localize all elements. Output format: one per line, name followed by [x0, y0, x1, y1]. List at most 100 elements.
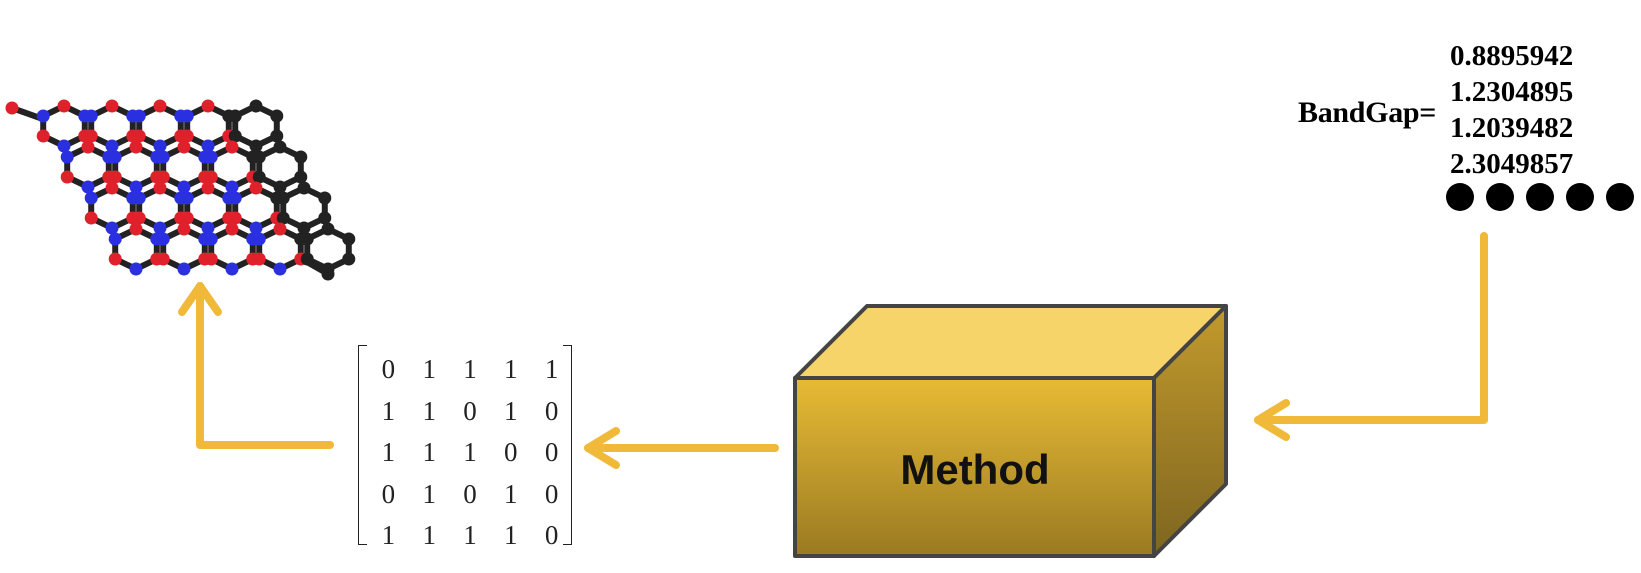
matrix-cell: 1: [504, 354, 518, 385]
lattice-atom: [132, 109, 146, 123]
ellipsis-dots: [1446, 183, 1634, 211]
method-box-front: [793, 376, 1156, 558]
lattice-atom: [201, 181, 215, 195]
lattice-atom: [273, 140, 287, 154]
lattice-atom: [270, 129, 284, 143]
molecular-lattice-icon: [5, 99, 356, 281]
lattice-atom: [156, 170, 170, 184]
lattice-atom: [270, 109, 284, 123]
lattice-atom: [300, 232, 314, 246]
lattice-atom: [297, 181, 311, 195]
lattice-atom: [276, 211, 290, 225]
lattice-atom: [249, 181, 263, 195]
lattice-atom: [132, 191, 146, 205]
lattice-atom: [249, 139, 263, 153]
lattice-atom: [153, 139, 167, 153]
lattice-atom: [249, 99, 263, 113]
method-box: [793, 304, 1228, 558]
lattice-atom: [84, 129, 98, 143]
method-box-top: [793, 304, 1228, 380]
lattice-atom: [276, 191, 290, 205]
lattice-atom: [177, 140, 191, 154]
bandgap-value: 0.8895942: [1450, 40, 1574, 72]
matrix-left-bracket: [358, 345, 367, 545]
lattice-atom: [153, 181, 167, 195]
matrix-cell: 1: [422, 478, 436, 509]
lattice-atom: [228, 191, 242, 205]
lattice-atom: [105, 181, 119, 195]
matrix-cell: 0: [544, 437, 559, 468]
lattice-atom: [60, 170, 74, 184]
matrix-cell: 0: [463, 395, 477, 426]
matrix-cell: 1: [422, 354, 436, 385]
lattice-atom: [177, 222, 191, 236]
lattice-atom: [225, 140, 239, 154]
lattice-atom: [57, 139, 71, 153]
lattice-atom: [204, 232, 218, 246]
arrow-to-matrix: [584, 427, 779, 469]
lattice-atom: [36, 129, 50, 143]
matrix-cell: 1: [381, 437, 396, 468]
lattice-atom: [321, 267, 335, 281]
lattice-atom: [132, 211, 146, 225]
lattice-atom: [156, 232, 170, 246]
ellipsis-dot: [1526, 183, 1554, 211]
matrix-cell: 1: [504, 395, 518, 426]
lattice-atom: [300, 252, 314, 266]
lattice-atom: [156, 150, 170, 164]
lattice-atom: [81, 180, 95, 194]
lattice-atom: [84, 109, 98, 123]
matrix-cell: 1: [463, 437, 477, 468]
ellipsis-dot: [1566, 183, 1594, 211]
ellipsis-dot: [1446, 183, 1474, 211]
matrix-cell: 0: [504, 437, 518, 468]
matrix-cell: 1: [463, 354, 477, 385]
method-label: Method: [900, 446, 1050, 493]
lattice-atom: [153, 99, 167, 113]
bandgap-values: 0.8895942 1.2304895 1.2039482 2.3049857: [1450, 38, 1573, 182]
matrix-cell: 1: [463, 520, 477, 551]
lattice-atom: [273, 222, 287, 236]
lattice-atom: [225, 222, 239, 236]
lattice-atom: [180, 129, 194, 143]
lattice-atom: [249, 221, 263, 235]
matrix-cell: 0: [544, 520, 559, 551]
lattice-atom: [108, 232, 122, 246]
ellipsis-dot: [1486, 183, 1514, 211]
lattice-atom: [105, 99, 119, 113]
lattice-atom: [204, 252, 218, 266]
bandgap-value: 1.2304895: [1450, 76, 1574, 108]
matrix-cell: 0: [463, 478, 477, 509]
matrix-cell: 0: [544, 395, 559, 426]
lattice-atom: [225, 180, 239, 194]
matrix-cell: 0: [544, 478, 559, 509]
matrix-cell: 0: [381, 354, 396, 385]
lattice-atom: [342, 232, 356, 246]
lattice-atom: [294, 170, 308, 184]
lattice-atom: [342, 252, 356, 266]
lattice-atom: [180, 109, 194, 123]
matrix-cell: 1: [381, 395, 396, 426]
lattice-atom: [105, 221, 119, 235]
lattice-atom: [105, 139, 119, 153]
lattice-atom: [225, 262, 239, 276]
lattice-atom: [5, 101, 19, 115]
lattice-atom: [129, 140, 143, 154]
lattice-atom: [228, 129, 242, 143]
lattice-atom: [204, 150, 218, 164]
lattice-atom: [201, 221, 215, 235]
matrix-cell: 1: [422, 395, 436, 426]
lattice-atom: [252, 170, 266, 184]
lattice-atom: [252, 252, 266, 266]
lattice-atom: [321, 222, 335, 236]
lattice-atom: [177, 180, 191, 194]
lattice-atom: [273, 180, 287, 194]
lattice-atom: [297, 221, 311, 235]
matrix-cell: 0: [381, 478, 396, 509]
